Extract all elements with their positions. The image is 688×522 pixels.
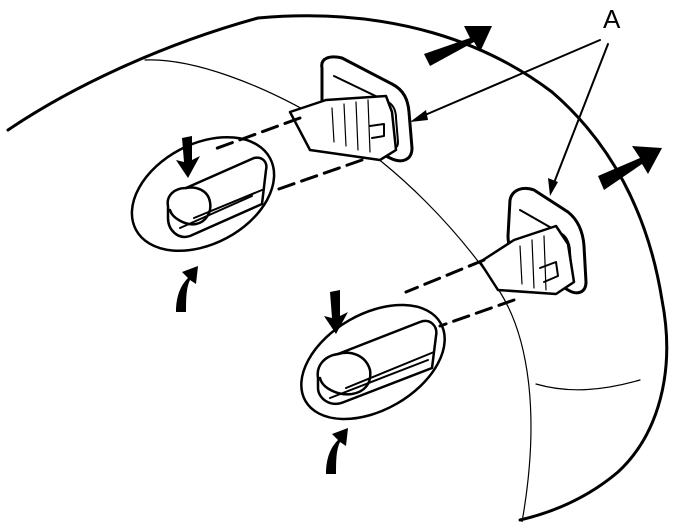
callout-leader-lines (417, 39, 609, 189)
leader-arrowheads (410, 110, 558, 196)
upper-clip-detail (130, 135, 276, 253)
lower-clip-detail (300, 303, 446, 421)
upper-clip-a (210, 55, 414, 192)
callout-label-a: A (603, 4, 621, 34)
lower-clip-a (404, 186, 588, 328)
panel-outline (6, 14, 669, 522)
panel-inner-edge (144, 59, 532, 522)
removal-direction-arrow-icon (424, 26, 662, 190)
press-arrow-icon (176, 136, 348, 474)
panel-lower-seam (535, 379, 641, 391)
